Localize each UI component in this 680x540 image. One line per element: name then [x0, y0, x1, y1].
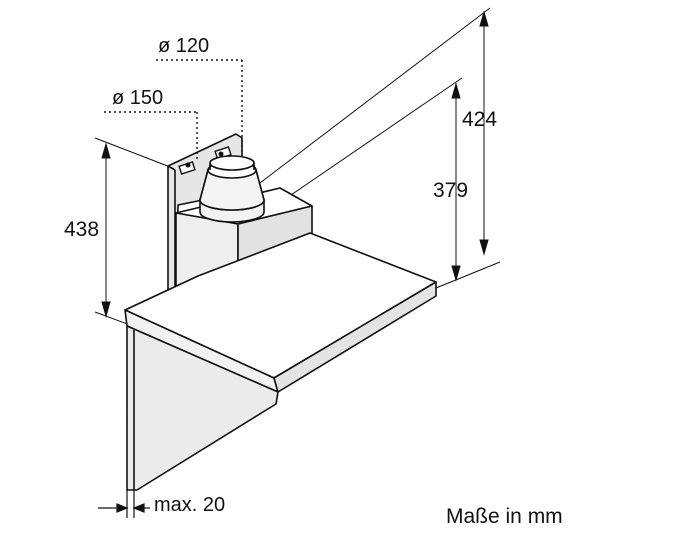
dimension-424-arrow	[479, 10, 489, 256]
diameter-120-label: ø 120	[158, 35, 209, 57]
extension-lines	[94, 7, 501, 326]
exhaust-collar	[199, 155, 265, 223]
dimension-438-label: 438	[64, 218, 99, 241]
diameter-150-label: ø 150	[112, 87, 163, 109]
dimension-379-label: 379	[433, 179, 468, 202]
wall-gap-dimension	[98, 490, 150, 518]
diameter-leaders	[104, 59, 243, 162]
dimension-424-label: 424	[462, 108, 497, 131]
units-note: Maße in mm	[446, 505, 563, 528]
dimension-438-arrow	[101, 142, 111, 318]
canopy	[124, 232, 437, 393]
bracket-slots	[178, 146, 232, 175]
dimension-379-arrow	[451, 82, 461, 282]
wall-gap-label: max. 20	[154, 494, 225, 516]
wall-panel	[126, 325, 279, 491]
